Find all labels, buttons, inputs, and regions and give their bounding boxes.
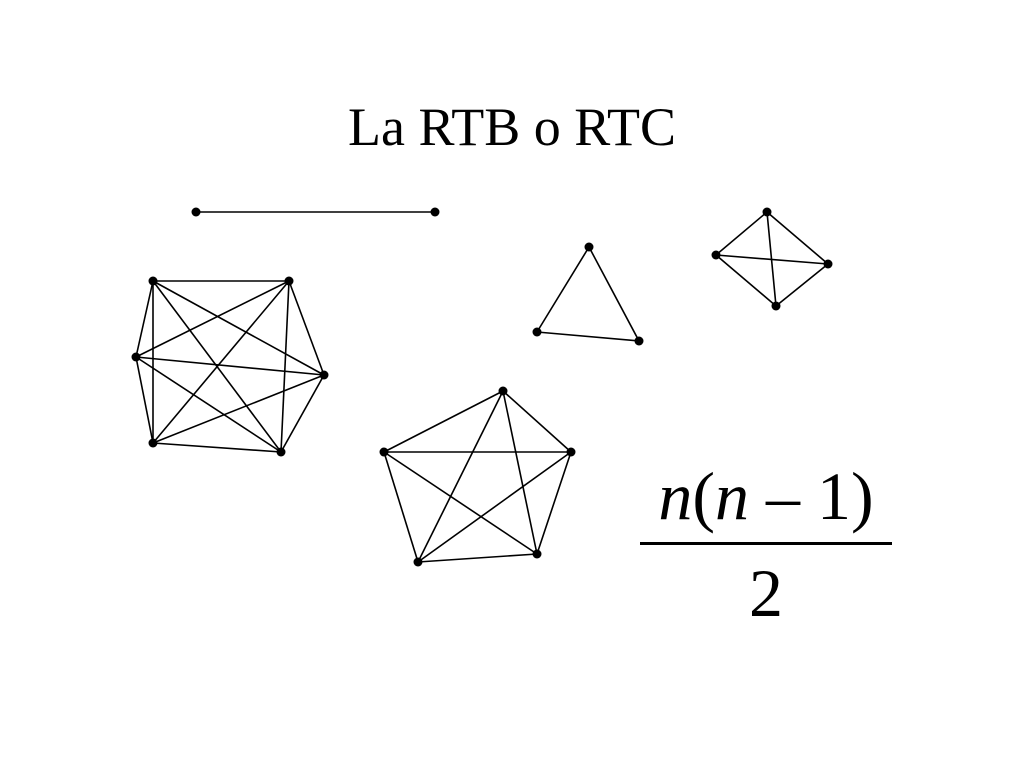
graph-edge [383,390,504,453]
formula-n-inner: n [715,458,749,534]
graph-edge [280,374,325,453]
formula-numerator: n(n – 1) [640,462,892,530]
graph-edge [502,390,538,555]
graph-vertex [148,438,158,448]
graph-edge [135,280,290,358]
graph-edge [135,356,282,453]
graph-edge [536,451,572,555]
graph-vertex [276,447,286,457]
graph-edge [502,390,572,453]
graph-vertex [284,276,294,286]
graph-edge [152,280,290,444]
graph-vertex [191,207,201,217]
graph-edge [135,356,325,376]
complete-graph-k4 [711,207,833,311]
graph-edge [152,442,282,453]
edge-count-formula: n(n – 1) 2 [640,462,892,627]
graph-vertex [532,549,542,559]
graph-edge [383,451,419,563]
graph-vertex [566,447,576,457]
graph-edge [383,451,538,555]
graph-vertex [532,327,542,337]
graph-vertex [711,250,721,260]
graph-vertex [379,447,389,457]
graph-edge [588,246,640,342]
formula-close-paren: ) [851,458,874,534]
graph-vertex [430,207,440,217]
graph-edge [536,331,640,342]
formula-minus: – [749,458,817,534]
graph-vertex [498,386,508,396]
graph-vertex [823,259,833,269]
graph-edge [152,280,325,376]
graph-vertex [319,370,329,380]
formula-n: n [658,458,693,534]
graph-edge [417,451,572,563]
graph-vertex [148,276,158,286]
graph-vertex [131,352,141,362]
graph-vertex [584,242,594,252]
complete-graph-k5 [379,386,576,567]
fraction-bar [640,542,892,545]
graph-vertex [771,301,781,311]
graph-edge [715,211,768,256]
graph-vertex [413,557,423,567]
graph-edge [288,280,325,376]
graph-edge [280,280,290,453]
formula-one: 1 [817,458,851,534]
graph-edge [135,280,154,358]
slide-title: La RTB o RTC [347,97,676,157]
formula-open-paren: ( [692,458,715,534]
graph-edge [775,263,829,307]
graph-edge [135,356,154,444]
graph-edge [715,254,777,307]
graph-edge [152,374,325,444]
graph-edge [417,390,504,563]
graph-vertex [634,336,644,346]
complete-graph-k6 [131,276,329,457]
complete-graph-k2 [191,207,440,217]
formula-denominator: 2 [749,555,783,631]
graph-edge [715,254,829,265]
graph-edge [766,211,829,265]
graph-vertex [762,207,772,217]
complete-graph-k3 [532,242,644,346]
graph-edge [536,246,590,333]
graph-edge [417,553,538,563]
